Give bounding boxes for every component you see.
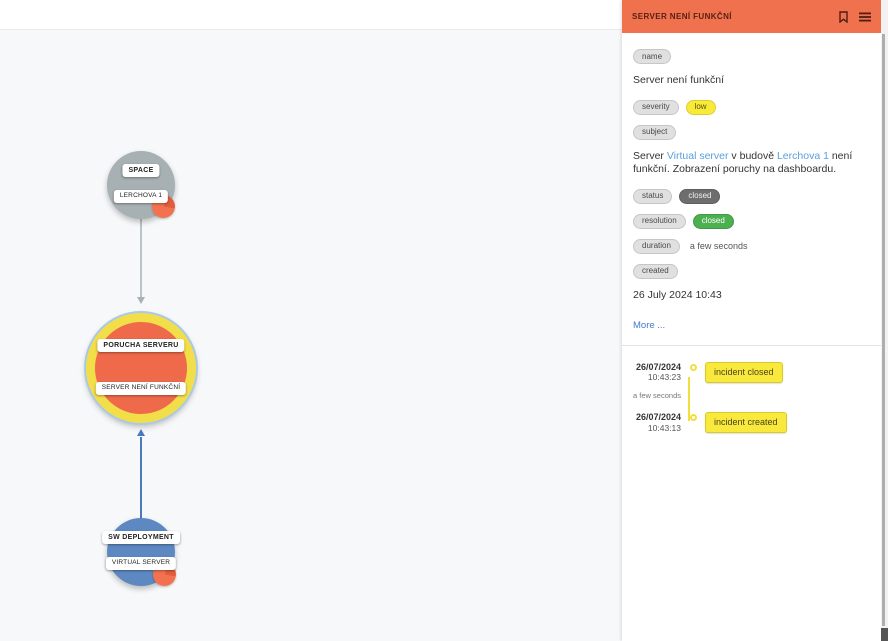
node-deployment-type-label: SW DEPLOYMENT <box>102 531 180 544</box>
timeline-event-badge[interactable]: incident closed <box>705 361 783 383</box>
node-incident-type-label: PORUCHA SERVERU <box>97 339 185 352</box>
menu-icon[interactable] <box>858 10 871 23</box>
scrollbar-thumb[interactable] <box>882 34 885 626</box>
status-field-badge: status <box>633 188 673 204</box>
arrowhead-up-icon <box>137 429 145 436</box>
lerchova-link[interactable]: Lerchova 1 <box>776 149 829 162</box>
timeline-connector-line <box>688 376 690 421</box>
created-value: 26 July 2024 10:43 <box>633 288 722 301</box>
duration-field-badge: duration <box>633 238 680 254</box>
field-name: name <box>633 49 870 64</box>
timeline-date: 26/07/2024 <box>635 361 681 372</box>
virtual-server-link[interactable]: Virtual server <box>666 149 729 162</box>
subject-text-part: Server <box>633 149 667 162</box>
timeline-timestamp: 26/07/2024 10:43:13 <box>622 412 681 434</box>
node-incident[interactable] <box>86 313 196 423</box>
timeline-circle-icon <box>689 363 697 371</box>
node-deployment-name-label: VIRTUAL SERVER <box>105 557 177 570</box>
severity-value-badge: low <box>685 99 716 115</box>
name-value: Server není funkční <box>633 74 725 86</box>
timeline-entry-closed: 26/07/2024 10:43:23 a few seconds incide… <box>622 361 881 401</box>
panel-divider <box>622 344 881 346</box>
bookmark-icon[interactable] <box>837 10 850 23</box>
subject-text-part: v budově <box>728 149 777 162</box>
panel-title: SERVER NENÍ FUNKČNÍ <box>632 12 732 21</box>
name-field-badge: name <box>633 49 672 64</box>
scrollbar-corner <box>881 628 888 641</box>
timeline-event-badge[interactable]: incident created <box>705 412 787 434</box>
panel-header: SERVER NENÍ FUNKČNÍ <box>622 0 881 33</box>
timeline-gap-label: a few seconds <box>633 391 681 401</box>
timeline-time: 10:43:23 <box>647 372 681 383</box>
field-created: created <box>633 263 870 279</box>
timeline-dot <box>681 362 705 371</box>
edge-space-to-incident <box>140 219 142 299</box>
timeline-time: 10:43:13 <box>647 423 681 434</box>
timeline-circle-icon <box>689 414 697 422</box>
incident-timeline: 26/07/2024 10:43:23 a few seconds incide… <box>622 346 881 435</box>
top-bar <box>0 0 622 30</box>
timeline-timestamp: 26/07/2024 10:43:23 a few seconds <box>622 362 681 401</box>
timeline-date: 26/07/2024 <box>635 412 681 423</box>
panel-body: name Server není funkční severity low su… <box>622 33 881 345</box>
timeline-dot <box>681 412 705 422</box>
field-severity: severity low <box>633 99 870 115</box>
node-space-type-label: SPACE <box>122 164 160 177</box>
node-space-name-label: LERCHOVA 1 <box>113 190 169 203</box>
node-incident-name-label: SERVER NENÍ FUNKČNÍ <box>95 382 187 395</box>
subject-value: Server Virtual server v budově Lerchova … <box>633 150 870 177</box>
field-status: status closed <box>633 188 870 204</box>
subject-text-part: není funkční. Zobrazení poruchy na dashb… <box>633 149 853 176</box>
created-field-badge: created <box>633 263 678 279</box>
field-resolution: resolution closed <box>633 213 870 229</box>
graph-canvas[interactable]: SPACE LERCHOVA 1 PORUCHA SERVERU SERVER … <box>0 0 622 641</box>
more-link[interactable]: More ... <box>633 319 666 331</box>
subject-field-badge: subject <box>633 124 677 140</box>
edge-deployment-to-incident <box>140 437 142 518</box>
field-duration: duration a few seconds <box>633 238 870 254</box>
resolution-field-badge: resolution <box>633 213 686 229</box>
panel-scrollbar[interactable] <box>881 0 888 641</box>
timeline-entry-created: 26/07/2024 10:43:13 incident created <box>622 412 881 434</box>
severity-field-badge: severity <box>633 99 679 115</box>
duration-value: a few seconds <box>689 241 748 252</box>
incident-detail-panel: SERVER NENÍ FUNKČNÍ name Server není fun… <box>622 0 881 641</box>
field-subject: subject <box>633 124 870 140</box>
status-value-badge: closed <box>679 188 721 204</box>
arrowhead-down-icon <box>137 297 145 304</box>
resolution-value-badge: closed <box>692 213 734 229</box>
